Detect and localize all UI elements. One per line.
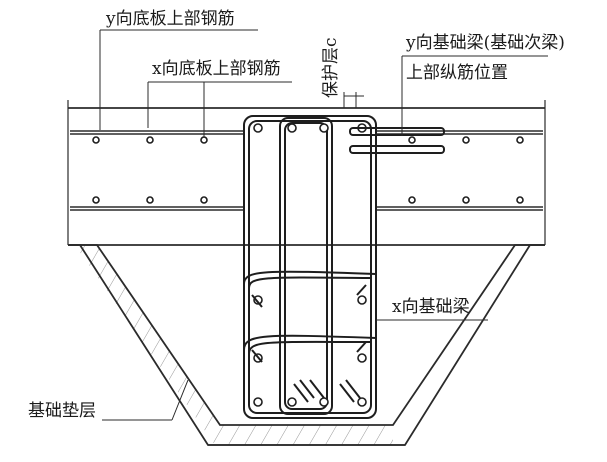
x-beam-longitudinal-bars — [253, 123, 367, 407]
stirrup-hooks — [251, 284, 367, 403]
slab-bottom-rebar-lines — [70, 206, 543, 211]
x-beam-stirrups — [243, 115, 377, 419]
cover-dimension — [343, 92, 364, 108]
label-y-slab-top-rebar: y向底板上部钢筋 — [105, 9, 235, 29]
label-cover: 保护层c — [321, 37, 341, 98]
leader-lines — [99, 29, 548, 421]
slab-bottom-rebar-dots — [92, 196, 524, 204]
label-y-beam-line2: 上部纵筋位置 — [406, 63, 508, 83]
label-x-beam: x向基础梁 — [392, 297, 470, 317]
slab-top-rebar-lines — [70, 130, 543, 135]
cushion-outline — [68, 244, 545, 446]
slab-top-rebar-dots — [92, 136, 524, 144]
y-beam-upper-bar-marks — [349, 127, 445, 154]
label-x-slab-top-rebar: x向底板上部钢筋 — [152, 59, 281, 79]
label-cushion: 基础垫层 — [28, 401, 96, 421]
label-y-beam-line1: y向基础梁(基础次梁) — [405, 33, 565, 53]
